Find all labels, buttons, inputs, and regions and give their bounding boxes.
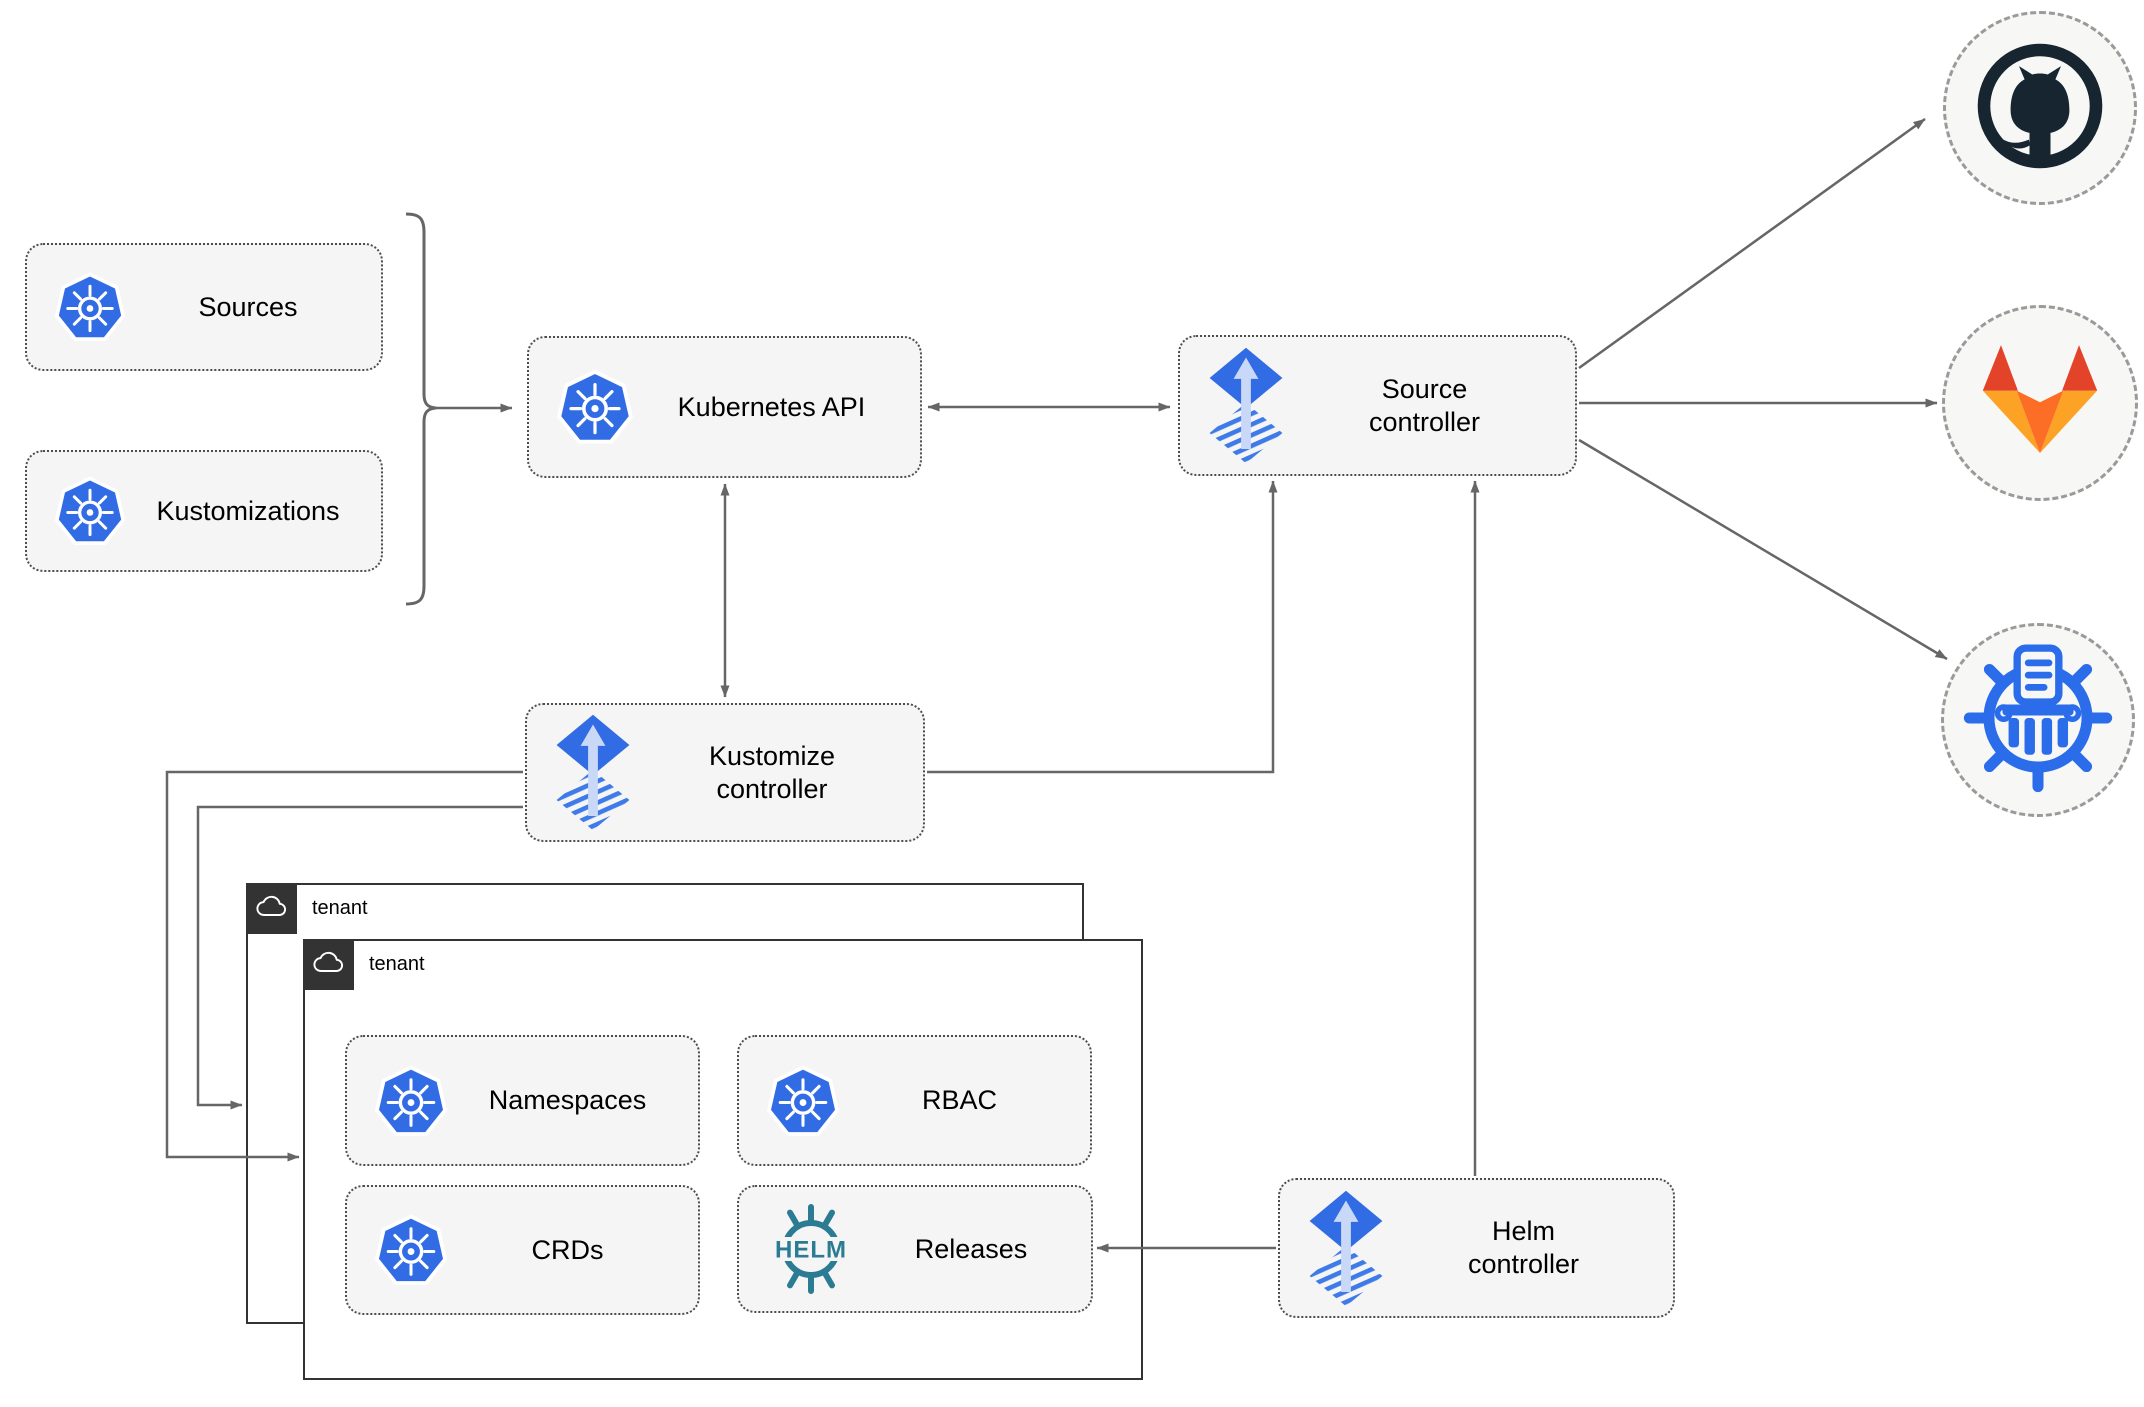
gitlab-icon: [1975, 341, 2105, 466]
kubernetes-icon: [373, 1212, 449, 1288]
edge-source-to-chartmuseum: [1578, 438, 1948, 661]
crds-box: CRDs: [345, 1185, 700, 1315]
chartmuseum-icon: [1962, 642, 2114, 799]
kubernetes-api-box: Kubernetes API: [527, 336, 922, 478]
kustomizations-box: Kustomizations: [25, 450, 383, 572]
edge-source-to-github: [1578, 117, 1926, 370]
node-label: CRDs: [531, 1234, 604, 1265]
kubernetes-icon: [765, 1063, 841, 1139]
tenant-header: [246, 883, 297, 934]
kubernetes-icon: [373, 1063, 449, 1139]
helm-controller-box: Helm controller: [1278, 1178, 1675, 1318]
kubernetes-icon: [53, 474, 127, 548]
rbac-box: RBAC: [737, 1035, 1092, 1166]
kubernetes-icon: [53, 270, 127, 344]
github-node: [1943, 11, 2137, 205]
gitlab-node: [1942, 305, 2138, 501]
chartmuseum-node: [1941, 623, 2135, 817]
bracket-sources-group: [405, 212, 437, 606]
kubernetes-icon: [555, 367, 635, 447]
node-label: Helm controller: [1467, 1216, 1580, 1279]
releases-box: HELM Releases: [737, 1185, 1093, 1313]
github-icon: [1970, 36, 2110, 181]
flux-icon: [1206, 346, 1286, 465]
flux-icon: [1306, 1189, 1386, 1308]
node-label: Kubernetes API: [677, 391, 866, 422]
node-label: Kustomizations: [156, 495, 340, 526]
tenant-header: [303, 939, 354, 990]
flux-icon: [553, 713, 633, 832]
node-label: RBAC: [921, 1085, 997, 1115]
tenant-label: tenant: [369, 953, 425, 975]
helm-wordmark: HELM: [775, 1237, 847, 1264]
kustomize-controller-box: Kustomize controller: [525, 703, 925, 842]
sources-box: Sources: [25, 243, 383, 371]
cloud-icon: [255, 895, 289, 923]
node-label: Namespaces: [488, 1085, 647, 1115]
edge-kustomize-to-source-controller: [927, 480, 1278, 774]
node-label: Kustomize controller: [708, 740, 836, 804]
helm-icon: HELM: [759, 1203, 863, 1295]
cloud-icon: [312, 951, 346, 979]
namespaces-box: Namespaces: [345, 1035, 700, 1166]
node-label: Releases: [914, 1233, 1028, 1264]
node-label: Sources: [198, 291, 298, 322]
node-label: Source controller: [1368, 373, 1481, 437]
source-controller-box: Source controller: [1178, 335, 1577, 476]
tenant-label: tenant: [312, 897, 368, 919]
